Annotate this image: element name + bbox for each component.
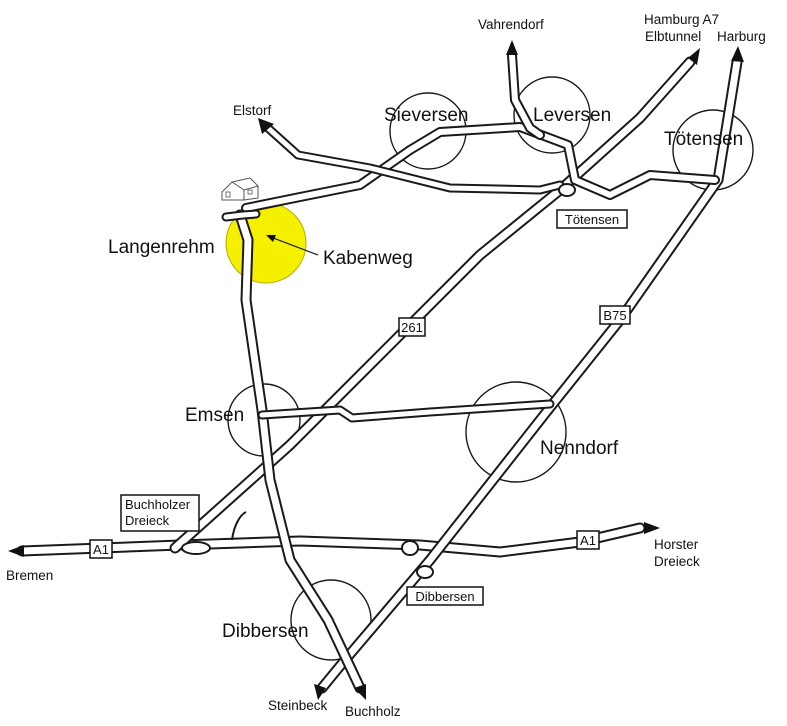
house-drawing-icon (221, 177, 259, 201)
road-elstorf (265, 125, 563, 193)
label-emsen: Emsen (185, 405, 244, 426)
direction-arrows (8, 40, 744, 700)
label-hamburg-a7-line1: Hamburg A7 (644, 12, 719, 27)
arrow-west-bremen (8, 545, 24, 557)
route-shield-b75-label: B75 (603, 308, 626, 323)
label-horster-line1: Horster (654, 537, 699, 552)
exit-sign-toetensen-label: Tötensen (565, 212, 619, 227)
label-leversen: Leversen (533, 105, 611, 126)
buchholzer-dreieck-ramp (231, 511, 247, 541)
toetensen-interchange-loop (558, 183, 576, 197)
label-horster-line2: Dreieck (654, 554, 700, 569)
road-vahrendorf (509, 52, 543, 138)
label-kabenweg: Kabenweg (323, 248, 413, 269)
exit-sign-buchholzer-line2: Dreieck (125, 513, 170, 528)
road-a1 (18, 524, 644, 556)
destination-labels: Vahrendorf Hamburg A7 Elbtunnel Harburg … (6, 12, 766, 719)
route-shield-a1-east: A1 (576, 530, 600, 550)
label-sieversen: Sieversen (384, 105, 469, 126)
exit-sign-dibbersen: Dibbersen (406, 586, 484, 606)
roads (16, 50, 743, 694)
road-emsen-nenndorf (259, 401, 553, 421)
label-hamburg-a7-line2: Elbtunnel (645, 29, 701, 44)
arrow-south-buchholz (354, 684, 366, 700)
exit-sign-buchholzer-line1: Buchholzer (125, 497, 191, 512)
label-elstorf: Elstorf (233, 103, 272, 118)
town-circles (227, 76, 754, 661)
road-langenrehm-buchholz (236, 211, 364, 692)
label-dibbersen: Dibbersen (222, 621, 309, 642)
road-langenrehm-buchholz-outline (234, 209, 366, 694)
kabenweg-pointer-arrowhead (266, 235, 276, 242)
dibbersen-interchange-loop-north (401, 540, 419, 556)
route-shield-a1-west-label: A1 (93, 542, 109, 557)
leversen-circle (513, 76, 591, 154)
nenndorf-circle (465, 381, 567, 483)
interchanges (181, 183, 576, 579)
route-shield-a1-east-label: A1 (580, 533, 596, 548)
road-langenrehm-spur (223, 211, 259, 220)
label-steinbeck: Steinbeck (268, 698, 328, 713)
exit-sign-toetensen: Tötensen (556, 209, 628, 229)
dibbersen-circle (290, 579, 372, 661)
arrow-north-vahrendorf (506, 40, 518, 55)
exit-sign-dibbersen-label: Dibbersen (415, 589, 474, 604)
label-toetensen: Tötensen (664, 129, 743, 150)
route-shield-b75: B75 (599, 305, 631, 325)
arrow-south-steinbeck (314, 684, 326, 700)
label-langenrehm: Langenrehm (108, 237, 215, 258)
arrow-east-horster (644, 522, 660, 534)
kabenweg-pointer-line (267, 235, 319, 256)
buchholzer-dreieck-loop (181, 541, 211, 555)
road-b75-outline (316, 56, 743, 694)
town-labels: Sieversen Leversen Tötensen Langenrehm K… (108, 105, 743, 642)
label-vahrendorf: Vahrendorf (478, 17, 544, 32)
route-shield-a1-west: A1 (89, 539, 113, 559)
road-langenrehm-sieversen (243, 124, 718, 211)
arrow-northwest-elstorf (258, 118, 274, 134)
exit-sign-buchholzer-dreieck: Buchholzer Dreieck (120, 494, 200, 532)
label-harburg: Harburg (717, 29, 766, 44)
label-buchholz: Buchholz (345, 704, 401, 719)
road-261 (171, 58, 694, 552)
label-nenndorf: Nenndorf (540, 438, 619, 459)
road-b75 (318, 58, 741, 692)
route-shield-261: 261 (398, 317, 426, 337)
dibbersen-interchange-loop-south (416, 565, 434, 579)
label-bremen: Bremen (6, 568, 53, 583)
arrow-north-hamburg (688, 48, 700, 65)
route-shield-261-label: 261 (401, 320, 423, 335)
arrow-north-harburg (731, 46, 744, 62)
